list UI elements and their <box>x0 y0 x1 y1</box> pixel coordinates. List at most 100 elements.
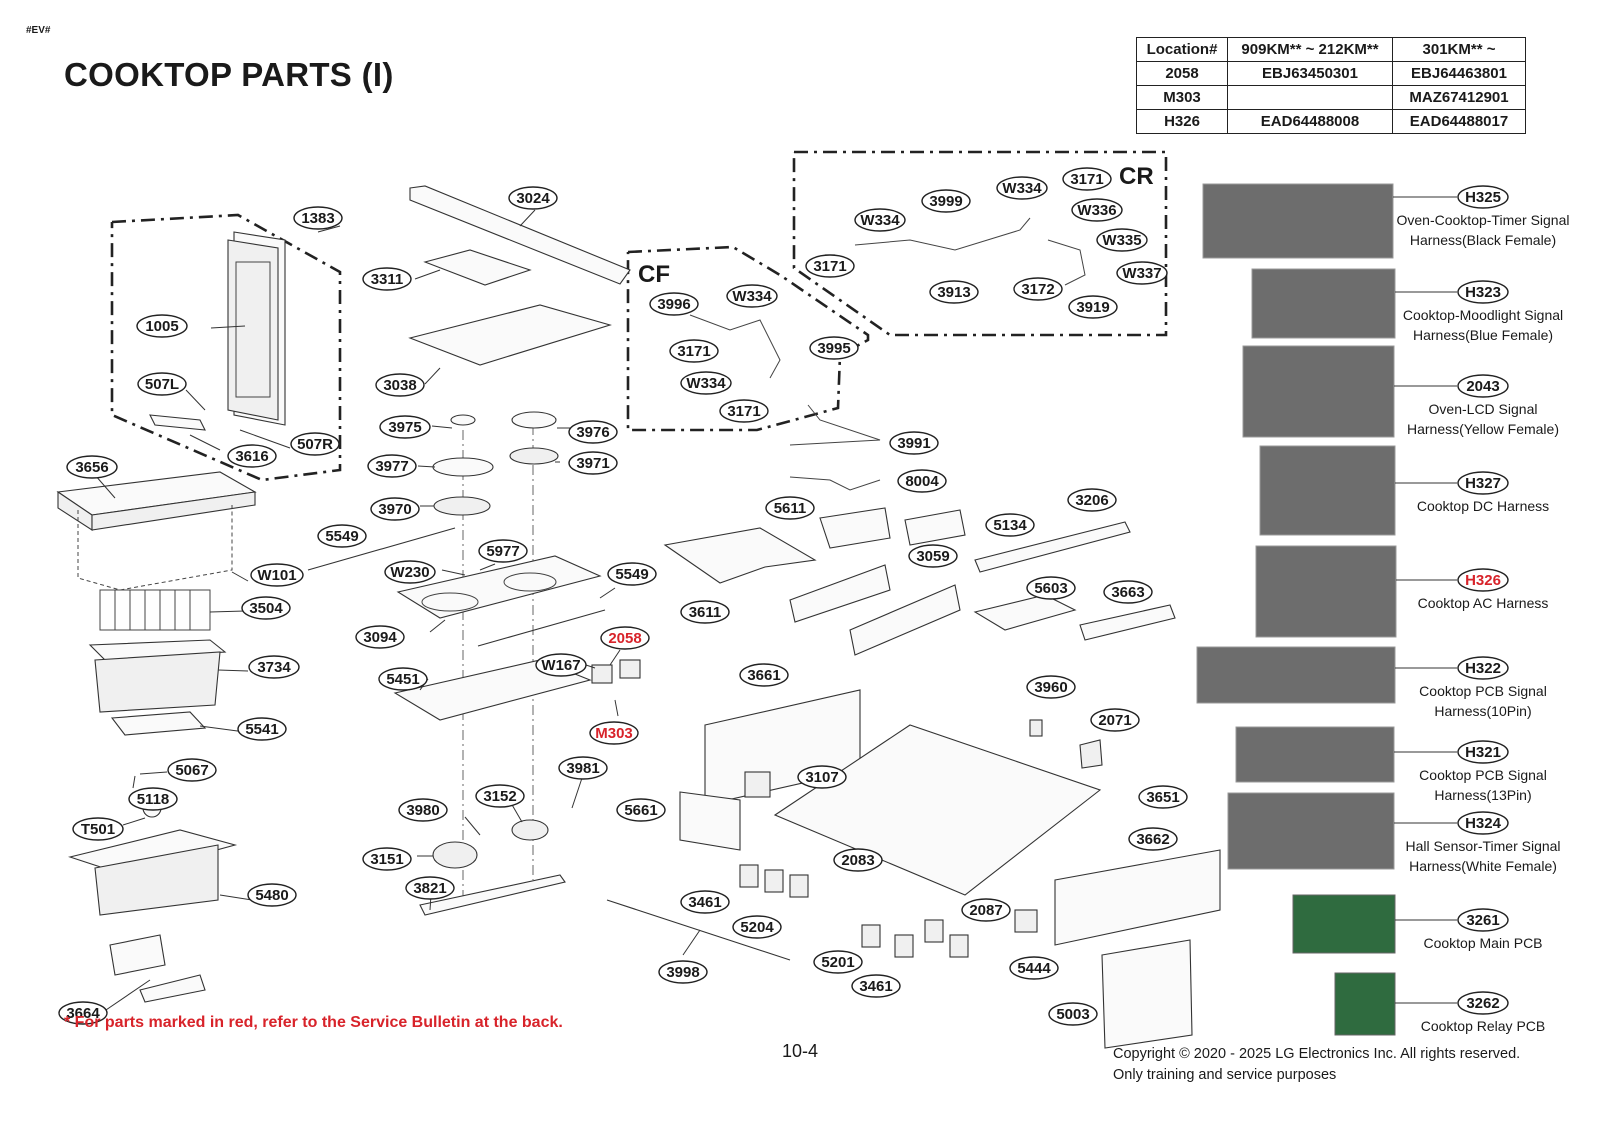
callout-1005[interactable]: 1005 <box>136 314 188 338</box>
callout-3151[interactable]: 3151 <box>362 847 412 871</box>
callout-5003[interactable]: 5003 <box>1048 1002 1098 1026</box>
callout-3262[interactable]: 3262 <box>1457 991 1509 1015</box>
callout-w334-cf-lower[interactable]: W334 <box>680 371 732 395</box>
callout-t501[interactable]: T501 <box>72 817 124 841</box>
callout-h325[interactable]: H325 <box>1457 185 1509 209</box>
callout-3919[interactable]: 3919 <box>1068 295 1118 319</box>
burner-cap-3975 <box>450 414 476 426</box>
callout-2087[interactable]: 2087 <box>961 898 1011 922</box>
callout-3971[interactable]: 3971 <box>568 451 618 475</box>
callout-3311[interactable]: 3311 <box>362 267 412 291</box>
callout-5977[interactable]: 5977 <box>478 539 528 563</box>
callout-3171-cf-upper[interactable]: 3171 <box>669 339 719 363</box>
callout-3616[interactable]: 3616 <box>227 444 277 468</box>
callout-3171-cr-left[interactable]: 3171 <box>805 254 855 278</box>
callout-5444[interactable]: 5444 <box>1009 956 1059 980</box>
callout-h324[interactable]: H324 <box>1457 811 1509 835</box>
callout-3999[interactable]: 3999 <box>921 189 971 213</box>
callout-3107[interactable]: 3107 <box>797 765 847 789</box>
gas-tube-8004 <box>789 476 881 491</box>
callout-507l[interactable]: 507L <box>137 372 187 396</box>
callout-3656[interactable]: 3656 <box>66 455 118 479</box>
callout-3059[interactable]: 3059 <box>908 544 958 568</box>
panel-3663 <box>1079 604 1176 641</box>
svg-text:5549: 5549 <box>615 566 648 583</box>
callout-3038[interactable]: 3038 <box>375 373 425 397</box>
callout-5541[interactable]: 5541 <box>237 717 287 741</box>
callout-w334-cr-right[interactable]: W334 <box>996 176 1048 200</box>
callout-3461-left[interactable]: 3461 <box>680 890 730 914</box>
callout-5549-right[interactable]: 5549 <box>607 562 657 586</box>
callout-3504[interactable]: 3504 <box>241 596 291 620</box>
callout-m303[interactable]: M303 <box>589 721 639 745</box>
callout-5549-left[interactable]: 5549 <box>317 524 367 548</box>
callout-3664[interactable]: 3664 <box>58 1001 108 1025</box>
callout-5067[interactable]: 5067 <box>167 758 217 782</box>
callout-w230[interactable]: W230 <box>384 560 436 584</box>
callout-h326[interactable]: H326 <box>1457 568 1509 592</box>
callout-3996[interactable]: 3996 <box>649 292 699 316</box>
callout-3461-right[interactable]: 3461 <box>851 974 901 998</box>
callout-h322[interactable]: H322 <box>1457 656 1509 680</box>
callout-h327[interactable]: H327 <box>1457 471 1509 495</box>
callout-3094[interactable]: 3094 <box>355 625 405 649</box>
callout-5603[interactable]: 5603 <box>1026 576 1076 600</box>
cooktop-top-3094 <box>396 555 602 619</box>
callout-1383[interactable]: 1383 <box>293 206 343 230</box>
callout-3913[interactable]: 3913 <box>929 280 979 304</box>
callout-3171-cf-lower[interactable]: 3171 <box>719 399 769 423</box>
callout-5201[interactable]: 5201 <box>813 950 863 974</box>
callout-5480[interactable]: 5480 <box>247 883 297 907</box>
callout-3975[interactable]: 3975 <box>379 415 431 439</box>
callout-3980[interactable]: 3980 <box>398 798 448 822</box>
callout-3960[interactable]: 3960 <box>1026 675 1076 699</box>
callout-5118[interactable]: 5118 <box>128 787 178 811</box>
callout-507r[interactable]: 507R <box>290 432 340 456</box>
callout-3970[interactable]: 3970 <box>370 497 420 521</box>
svg-text:H323: H323 <box>1465 284 1501 301</box>
callout-h321[interactable]: H321 <box>1457 740 1509 764</box>
callout-3663[interactable]: 3663 <box>1103 580 1153 604</box>
svg-text:3311: 3311 <box>371 271 404 288</box>
callout-5134[interactable]: 5134 <box>985 513 1035 537</box>
callout-2058[interactable]: 2058 <box>600 626 650 650</box>
callout-3172[interactable]: 3172 <box>1013 277 1063 301</box>
callout-3651[interactable]: 3651 <box>1138 785 1188 809</box>
callout-3611[interactable]: 3611 <box>680 600 730 624</box>
callout-3662[interactable]: 3662 <box>1128 827 1178 851</box>
callout-3206[interactable]: 3206 <box>1067 488 1117 512</box>
callout-3976[interactable]: 3976 <box>568 420 618 444</box>
callout-3995[interactable]: 3995 <box>809 336 859 360</box>
callout-8004[interactable]: 8004 <box>897 469 947 493</box>
callout-h323[interactable]: H323 <box>1457 280 1509 304</box>
callout-3998[interactable]: 3998 <box>658 960 708 984</box>
callout-w334-cf-upper[interactable]: W334 <box>726 284 778 308</box>
table-row: 2058 EBJ63450301 EBJ64463801 <box>1136 61 1526 86</box>
harness-caption: Cooktop PCB Signal <box>1419 683 1547 699</box>
callout-3261[interactable]: 3261 <box>1457 908 1509 932</box>
callout-3734[interactable]: 3734 <box>248 655 300 679</box>
callout-5204[interactable]: 5204 <box>732 915 782 939</box>
callout-3991[interactable]: 3991 <box>889 431 939 455</box>
callout-3024[interactable]: 3024 <box>508 186 558 210</box>
callout-2083[interactable]: 2083 <box>833 848 883 872</box>
callout-2071[interactable]: 2071 <box>1090 708 1140 732</box>
callout-w336[interactable]: W336 <box>1071 198 1123 222</box>
callout-3152[interactable]: 3152 <box>475 784 525 808</box>
callout-3981[interactable]: 3981 <box>558 756 608 780</box>
callout-3661[interactable]: 3661 <box>739 663 789 687</box>
callout-5611[interactable]: 5611 <box>765 496 815 520</box>
svg-text:3611: 3611 <box>689 604 722 621</box>
callout-5451[interactable]: 5451 <box>378 667 428 691</box>
callout-3977[interactable]: 3977 <box>367 454 417 478</box>
callout-3821[interactable]: 3821 <box>405 876 455 900</box>
callout-5661[interactable]: 5661 <box>616 798 666 822</box>
callout-w167[interactable]: W167 <box>535 653 587 677</box>
callout-3171-cr-top[interactable]: 3171 <box>1062 167 1112 191</box>
callout-w337[interactable]: W337 <box>1116 261 1168 285</box>
callout-2043[interactable]: 2043 <box>1457 374 1509 398</box>
callout-w334-cr-left[interactable]: W334 <box>854 208 906 232</box>
burner-box-5451 <box>393 659 592 721</box>
callout-w335[interactable]: W335 <box>1096 228 1148 252</box>
callout-w101[interactable]: W101 <box>250 563 304 587</box>
